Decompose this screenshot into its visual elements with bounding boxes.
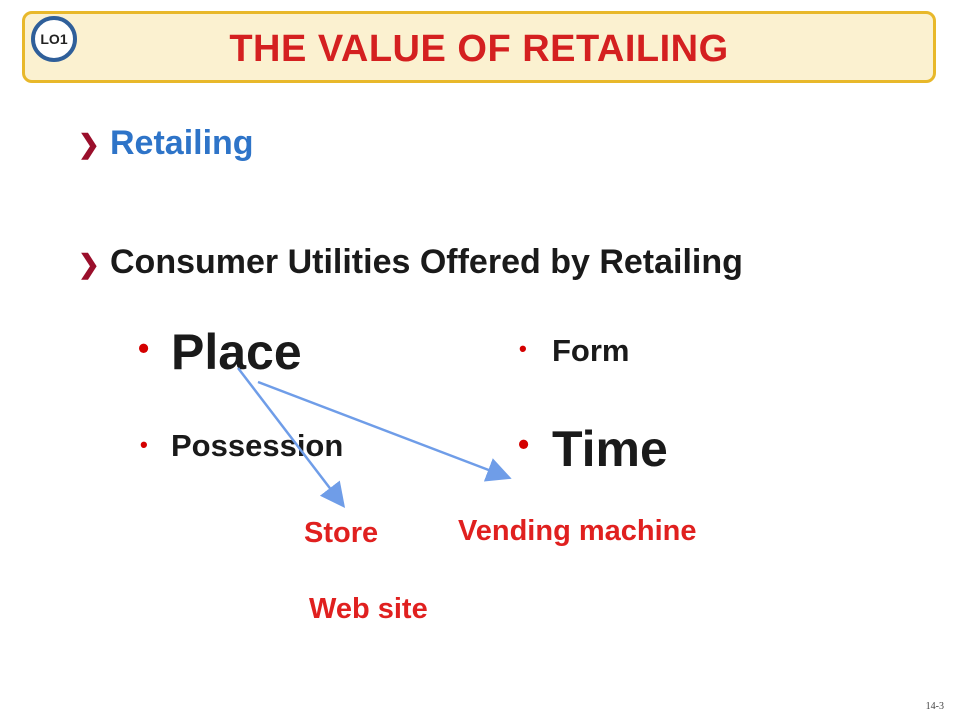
utility-possession: Possession [171, 428, 344, 463]
chevron-bullet-icon: ❯ [78, 129, 100, 159]
bullet-dot-icon: • [518, 426, 530, 462]
point-retailing: Retailing [110, 124, 254, 162]
chevron-bullet-icon: ❯ [78, 249, 100, 279]
slide-title: THE VALUE OF RETAILING [229, 28, 729, 70]
example-store: Store [304, 517, 379, 549]
bullet-dot-icon: • [519, 336, 527, 361]
title-bar: THE VALUE OF RETAILING [22, 11, 936, 83]
utility-place: Place [171, 324, 302, 380]
point-consumer-utilities: Consumer Utilities Offered by Retailing [110, 243, 743, 281]
utility-time: Time [552, 421, 668, 477]
example-web-site: Web site [309, 593, 428, 625]
learning-objective-badge: LO1 [31, 16, 77, 62]
bullet-dot-icon: • [138, 330, 150, 366]
example-vending-machine: Vending machine [458, 515, 697, 547]
slide-number: 14-3 [925, 701, 944, 712]
arrow-place-to-store [237, 367, 346, 508]
arrow-place-to-vending-machine [257, 380, 512, 482]
utility-form: Form [552, 333, 630, 368]
badge-label: LO1 [40, 31, 68, 47]
bullet-dot-icon: • [140, 432, 148, 457]
